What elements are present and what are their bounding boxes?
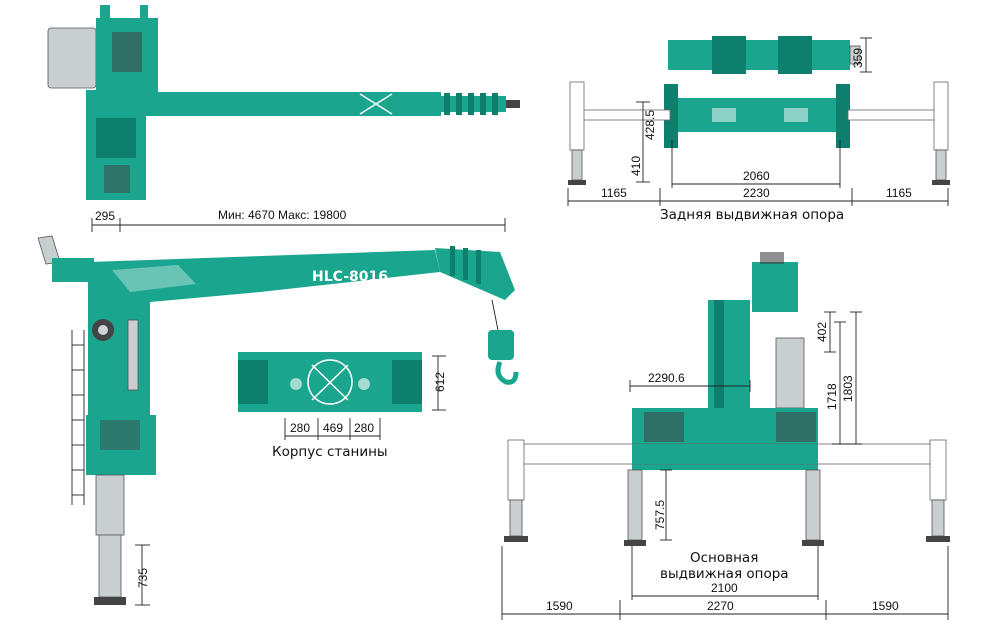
side-view: 295 Мин: 4670 Макс: 19800 [37,208,519,606]
dim-frame-469: 469 [323,421,343,435]
dim-frame-280-right: 280 [354,421,374,435]
dim-rear-410: 410 [629,156,643,176]
dim-base-offset: 295 [95,209,115,223]
caption-base-frame: Корпус станины [272,444,388,460]
dim-main-2270: 2270 [707,599,734,613]
dim-rear-2060: 2060 [743,169,770,183]
dim-rear-2230: 2230 [743,186,770,200]
dim-rear-428: 428.5 [643,110,657,140]
dim-main-757: 757.5 [653,500,667,530]
dim-rear-1165-right: 1165 [886,186,912,200]
top-view [47,5,520,200]
dim-main-1718: 1718 [825,383,839,410]
dim-main-1803: 1803 [841,375,855,402]
caption-main-outrigger-2: выдвижная опора [660,566,789,582]
base-frame-view: 612 280 469 280 Корпус станины [238,352,447,460]
dim-main-1590-left: 1590 [546,599,573,613]
dim-frame-612: 612 [433,372,447,392]
main-outrigger-view: 402 2290.6 1718 1803 757.5 Основная выдв… [501,252,950,620]
caption-main-outrigger-1: Основная [690,550,758,566]
dim-outrigger-735: 735 [136,568,150,588]
dim-top-359: 359 [851,48,865,68]
model-name: HLC-8016 [312,269,388,285]
dim-main-1590-right: 1590 [872,599,899,613]
caption-rear-outrigger: Задняя выдвижная опора [660,207,844,223]
dim-frame-280-left: 280 [290,421,310,435]
dim-main-2290: 2290.6 [648,371,685,385]
dim-main-402: 402 [815,322,829,342]
boom-reach-label: Мин: 4670 Макс: 19800 [218,208,347,222]
dim-main-2100: 2100 [711,581,738,595]
rear-outrigger-view: 359 428.5 410 2060 1165 2230 [567,36,950,223]
dim-rear-1165-left: 1165 [601,186,627,200]
